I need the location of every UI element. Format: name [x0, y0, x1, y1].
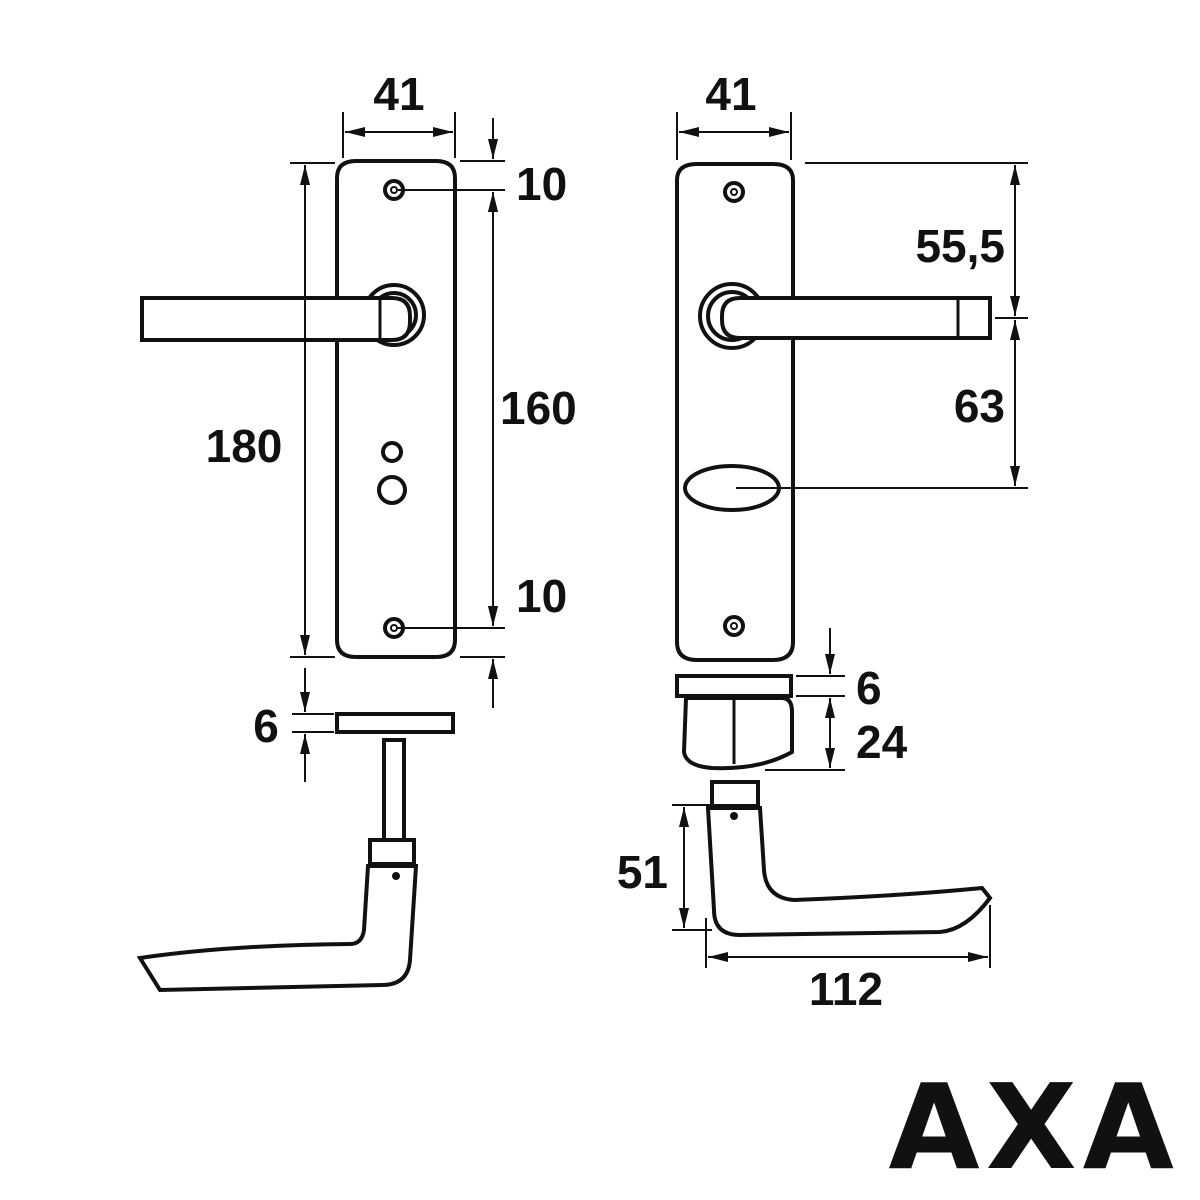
- left-large-lock-hole: [377, 475, 407, 505]
- left-rose-profile: [335, 712, 455, 734]
- right-top-screw-hole: [723, 181, 745, 203]
- right-handle-height-label: 51: [617, 846, 668, 898]
- right-lower-distance-label: 63: [954, 380, 1005, 432]
- left-spindle: [382, 738, 406, 842]
- right-upper-distance-label: 55,5: [915, 220, 1005, 272]
- left-handle-profile: [136, 864, 419, 993]
- left-bottom-offset-label: 10: [516, 570, 567, 622]
- left-backplate: [335, 159, 457, 659]
- axa-logo: AXA: [888, 1058, 1180, 1196]
- left-top-offset-label: 10: [516, 158, 567, 210]
- left-total-height-label: 180: [206, 420, 283, 472]
- right-view: 41 55,5 63 6 24 51 112: [617, 68, 1028, 1015]
- left-small-lock-hole: [381, 441, 403, 463]
- left-width-label: 41: [373, 68, 424, 120]
- right-bottom-screw-hole: [723, 615, 745, 637]
- right-rose-height-label: 24: [856, 716, 908, 768]
- right-rose-body: [681, 696, 794, 771]
- right-backplate: [675, 162, 795, 662]
- left-lever: [140, 296, 412, 342]
- left-handle-neck: [368, 838, 416, 866]
- right-handle-neck: [710, 780, 760, 808]
- right-lever: [720, 296, 992, 340]
- right-width-label: 41: [705, 68, 756, 120]
- right-handle-length-label: 112: [809, 963, 883, 1015]
- right-rose-thickness-label: 6: [856, 662, 882, 714]
- left-hole-spacing-label: 160: [500, 382, 577, 434]
- right-handle-profile: [705, 806, 993, 938]
- left-view: 41 180 10 160 10 6: [136, 68, 577, 993]
- left-rose-thickness-label: 6: [253, 700, 279, 752]
- right-rose-profile: [675, 674, 793, 698]
